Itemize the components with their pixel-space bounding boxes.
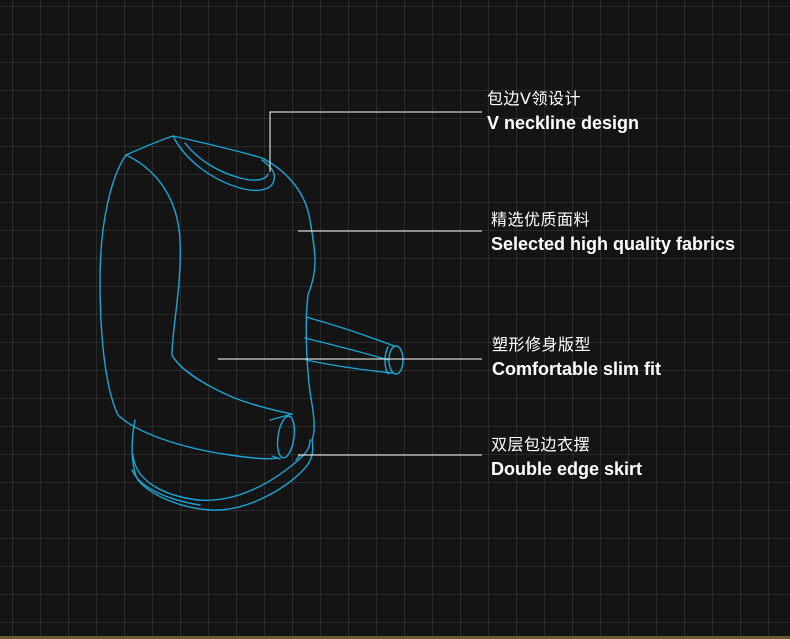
callout-fabric: 精选优质面料 Selected high quality fabrics [491,210,735,256]
right-cuff [388,345,404,375]
right-sleeve-mid [304,337,389,361]
callout-neckline-zh: 包边V领设计 [487,89,581,108]
callout-skirt-zh: 双层包边衣摆 [491,435,591,454]
callout-fabric-en: Selected high quality fabrics [491,234,736,254]
hem-inner [132,439,311,501]
torso-right-outline [261,157,316,441]
callout-slimfit: 塑形修身版型 Comfortable slim fit [492,335,661,381]
callout-slimfit-en: Comfortable slim fit [492,359,662,379]
right-sleeve-top [305,316,395,347]
callout-slimfit-zh: 塑形修身版型 [492,335,592,354]
right-sleeve-bottom [305,359,393,374]
callout-skirt: 双层包边衣摆 Double edge skirt [491,435,642,481]
callout-neckline: 包边V领设计 V neckline design [487,89,639,135]
callout-fabric-zh: 精选优质面料 [491,210,591,229]
shoulder-line [125,135,263,159]
collar-inner [184,142,269,181]
callout-neckline-en: V neckline design [487,113,640,133]
left-sleeve-inner-line [125,154,293,415]
left-cuff [276,415,296,459]
left-sleeve-outline [99,154,279,460]
callout-skirt-en: Double edge skirt [491,459,643,479]
collar-outer [172,135,276,192]
hem-outer [131,419,314,511]
leader-line-neckline [269,111,482,172]
bottom-divider [0,636,790,639]
